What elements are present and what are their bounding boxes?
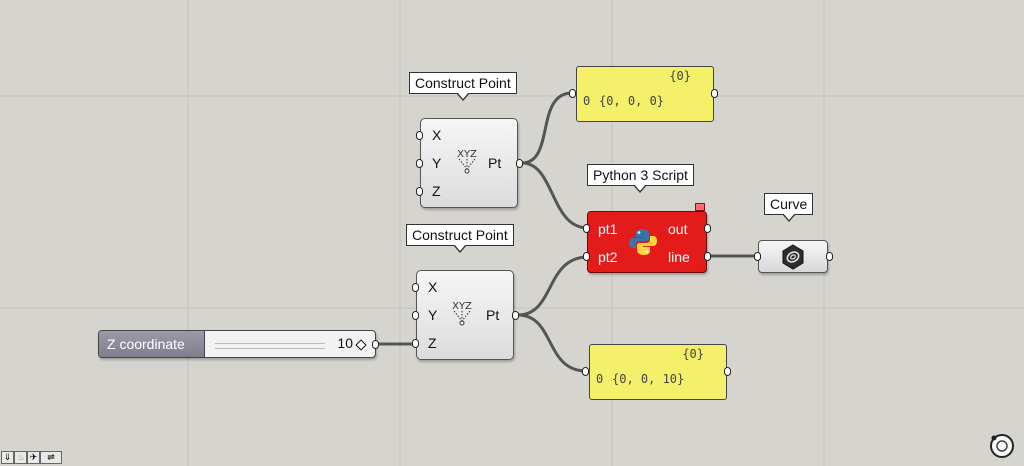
curve-output-grip[interactable] bbox=[826, 252, 833, 261]
input-x-grip[interactable] bbox=[412, 283, 419, 292]
z-coordinate-slider[interactable]: Z coordinate 10 bbox=[98, 330, 376, 358]
arrows-icon[interactable]: ⇌ bbox=[40, 451, 62, 464]
output-out-label: out bbox=[668, 221, 688, 237]
xyz-point-icon: XYZ bbox=[457, 149, 477, 174]
panel-row-index: 0 bbox=[596, 372, 604, 386]
slider-value: 10 bbox=[337, 335, 353, 351]
output-pt-grip[interactable] bbox=[512, 311, 519, 320]
output-pt-label: Pt bbox=[488, 155, 502, 171]
python-script-tooltip: Python 3 Script bbox=[587, 164, 694, 193]
slider-track[interactable] bbox=[215, 343, 325, 349]
python-logo-icon bbox=[629, 229, 657, 255]
panel-output-2[interactable]: {0} 0 {0, 0, 10} bbox=[589, 344, 727, 400]
panel-input-grip[interactable] bbox=[569, 89, 576, 98]
python-warning-flag bbox=[695, 203, 705, 211]
bird-icon[interactable]: ✈ bbox=[27, 451, 40, 464]
input-pt2-grip[interactable] bbox=[583, 252, 590, 261]
construct-point-tooltip: Construct Point bbox=[406, 224, 514, 253]
input-x-label: X bbox=[432, 127, 442, 143]
output-pt-label: Pt bbox=[486, 307, 500, 323]
xyz-point-icon: XYZ bbox=[452, 301, 472, 326]
svg-text:XYZ: XYZ bbox=[452, 301, 472, 312]
curve-input-grip[interactable] bbox=[754, 252, 761, 261]
panel-row-index: 0 bbox=[583, 94, 591, 108]
slider-output-grip[interactable] bbox=[372, 340, 379, 349]
construct-point-component[interactable]: X Y Z Pt XYZ bbox=[416, 270, 514, 360]
output-pt-grip[interactable] bbox=[516, 159, 523, 168]
input-pt1-grip[interactable] bbox=[583, 224, 590, 233]
input-x-grip[interactable] bbox=[416, 131, 423, 140]
panel-path: {0} bbox=[682, 347, 704, 361]
python-script-component[interactable]: pt1 pt2 out line bbox=[587, 211, 707, 273]
output-out-grip[interactable] bbox=[704, 224, 711, 233]
input-z-grip[interactable] bbox=[412, 339, 419, 348]
input-x-label: X bbox=[428, 279, 438, 295]
panel-path: {0} bbox=[669, 69, 691, 83]
flame-icon[interactable]: ♨ bbox=[14, 451, 27, 464]
svg-text:XYZ: XYZ bbox=[457, 149, 477, 160]
curve-param-component[interactable] bbox=[758, 240, 828, 273]
panel-output-grip[interactable] bbox=[724, 367, 731, 376]
panel-input-grip[interactable] bbox=[582, 367, 589, 376]
curve-param-icon bbox=[782, 244, 804, 270]
curve-tooltip: Curve bbox=[764, 193, 814, 222]
input-z-label: Z bbox=[428, 335, 437, 351]
panel-output-1[interactable]: {0} 0 {0, 0, 0} bbox=[576, 66, 714, 122]
input-pt2-label: pt2 bbox=[598, 249, 618, 265]
panel-value: {0, 0, 10} bbox=[612, 372, 685, 386]
canvas-navigator-icon[interactable] bbox=[988, 432, 1016, 460]
input-pt1-label: pt1 bbox=[598, 221, 618, 237]
download-icon[interactable]: ⇓ bbox=[1, 451, 14, 464]
construct-point-component[interactable]: X Y Z Pt XYZ bbox=[420, 118, 518, 208]
construct-point-tooltip: Construct Point bbox=[409, 72, 517, 101]
input-y-grip[interactable] bbox=[412, 311, 419, 320]
input-z-grip[interactable] bbox=[416, 187, 423, 196]
input-y-label: Y bbox=[428, 307, 438, 323]
input-z-label: Z bbox=[432, 183, 441, 199]
slider-diamond-icon[interactable] bbox=[355, 339, 367, 351]
panel-value: {0, 0, 0} bbox=[599, 94, 665, 108]
panel-output-grip[interactable] bbox=[711, 89, 718, 98]
input-y-label: Y bbox=[432, 155, 442, 171]
output-line-label: line bbox=[668, 249, 690, 265]
input-y-grip[interactable] bbox=[416, 159, 423, 168]
slider-name: Z coordinate bbox=[99, 331, 205, 357]
output-line-grip[interactable] bbox=[704, 252, 711, 261]
